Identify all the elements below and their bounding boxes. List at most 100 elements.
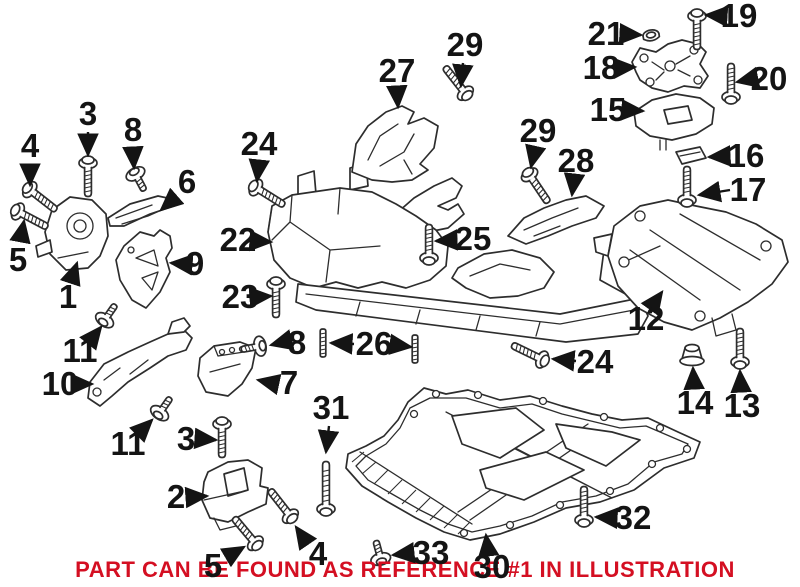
support-bracket-drawing: [87, 317, 193, 407]
callout-label-11: 11: [111, 425, 146, 462]
callout-arrow-18: [612, 57, 638, 80]
callout-label-6: 6: [178, 163, 196, 200]
callout-arrow-9: [168, 254, 194, 276]
stud-26a-drawing: [319, 328, 327, 358]
callout-arrow-26: [328, 333, 355, 355]
nut-14-drawing: [679, 343, 705, 367]
callout-arrow-21: [618, 23, 644, 45]
callout-label-17: 17: [730, 171, 767, 208]
callout-arrow-27: [386, 84, 408, 110]
callout-arrow-6: [159, 187, 185, 212]
callout-label-33: 33: [413, 534, 450, 571]
callout-arrow-8: [122, 145, 144, 171]
mount-bracket-top-drawing: [633, 93, 715, 151]
callout-label-11: 11: [63, 332, 98, 369]
heat-shield-front-drawing: [351, 105, 439, 183]
callout-label-25: 25: [455, 220, 492, 257]
callout-arrow-26: [388, 333, 414, 356]
bolt-31-drawing: [316, 460, 336, 517]
screw-11b-drawing: [147, 391, 180, 425]
callout-arrow-11: [79, 325, 103, 351]
callout-arrow-24: [550, 350, 577, 372]
callout-label-22: 22: [220, 221, 257, 258]
bolt-3b-drawing: [212, 416, 232, 459]
callout-label-5: 5: [204, 547, 222, 584]
callout-label-16: 16: [728, 137, 765, 174]
small-bracket-drawing: [197, 341, 257, 397]
reference-note: PART CAN BE FOUND AS REFERENCE #1 IN ILL…: [75, 557, 735, 582]
callout-label-3: 3: [79, 95, 97, 132]
bolt-24b-drawing: [507, 335, 554, 372]
callout-label-20: 20: [751, 60, 788, 97]
callout-label-2: 2: [167, 478, 185, 515]
callout-label-23: 23: [222, 278, 259, 315]
callout-label-5: 5: [9, 241, 27, 278]
bolt-24-drawing: [244, 175, 290, 214]
callout-arrow-24: [248, 158, 271, 184]
screw-11a-drawing: [92, 298, 125, 332]
callout-label-18: 18: [583, 49, 620, 86]
mount-bracket-left-drawing: [115, 229, 173, 309]
callout-label-13: 13: [724, 387, 761, 424]
callout-arrow-13: [730, 368, 752, 394]
callout-arrow-15: [620, 99, 646, 121]
callout-arrow-7: [255, 373, 282, 396]
callout-label-29: 29: [447, 26, 484, 63]
callout-arrow-19: [703, 5, 729, 28]
bolt-29-drawing: [436, 60, 478, 106]
nut-21-drawing: [641, 27, 661, 43]
spacer-plate-drawing: [675, 146, 707, 165]
bolt-3-drawing: [78, 155, 98, 198]
callout-arrow-1: [59, 260, 81, 287]
callout-arrow-31: [317, 425, 340, 455]
callout-arrow-8: [268, 329, 295, 351]
callout-arrow-5: [219, 545, 247, 568]
callout-arrow-23: [248, 286, 274, 309]
callout-label-27: 27: [379, 52, 416, 89]
heat-shield-small-drawing: [107, 195, 175, 227]
bolt-5b-drawing: [226, 510, 268, 556]
stud-26b-drawing: [411, 334, 419, 364]
callout-label-28: 28: [558, 142, 595, 179]
callout-arrow-11: [129, 418, 154, 443]
callout-label-8: 8: [124, 111, 142, 148]
callout-label-15: 15: [590, 91, 627, 128]
engine-mount-drawing: [35, 196, 109, 271]
bolt-13-drawing: [730, 327, 750, 370]
callout-arrow-4: [294, 525, 318, 551]
callout-label-24: 24: [577, 343, 614, 380]
callout-label-21: 21: [588, 15, 625, 52]
callout-label-32: 32: [615, 499, 652, 536]
bolt-17-drawing: [677, 165, 697, 208]
bolt-4b-drawing: [261, 483, 303, 529]
callout-arrow-20: [734, 66, 761, 89]
callout-arrow-17: [696, 180, 731, 203]
callout-arrow-2: [184, 486, 210, 509]
heat-shield-right-drawing: [507, 195, 605, 245]
callout-arrow-32: [593, 507, 619, 529]
callout-label-10: 10: [42, 365, 79, 402]
callout-label-4: 4: [309, 535, 328, 572]
bolt-20-drawing: [721, 62, 741, 105]
callout-arrow-25: [433, 229, 459, 251]
callout-arrow-28: [563, 172, 586, 198]
callout-arrow-29: [452, 62, 474, 89]
callout-arrow-12: [640, 290, 664, 316]
callout-arrow-3: [193, 427, 219, 450]
callout-arrow-5: [9, 218, 31, 245]
screw-8-drawing: [122, 163, 155, 197]
bolt-29b-drawing: [517, 163, 557, 209]
callout-arrow-33: [390, 541, 416, 564]
callout-label-19: 19: [721, 0, 758, 34]
callout-label-3: 3: [177, 420, 195, 457]
subframe-crossmember-drawing: [267, 162, 649, 343]
callout-label-30: 30: [474, 548, 511, 585]
upper-bracket-drawing: [631, 39, 709, 93]
callout-label-29: 29: [520, 112, 557, 149]
callout-label-7: 7: [280, 364, 298, 401]
callout-label-1: 1: [59, 278, 77, 315]
callout-label-26: 26: [356, 325, 393, 362]
